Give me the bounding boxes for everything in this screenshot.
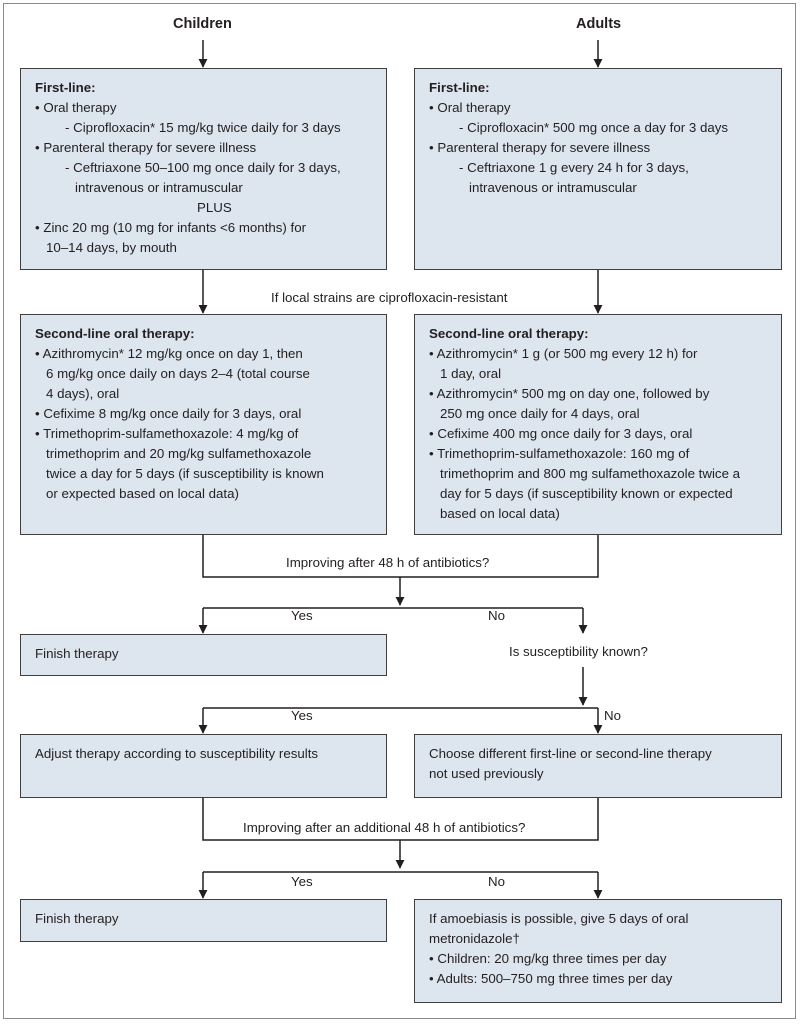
amoebiasis-text: metronidazole†: [429, 931, 520, 946]
amoebiasis-text: If amoebiasis is possible, give 5 days o…: [429, 911, 689, 926]
adults-second-line-text: 250 mg once daily for 4 days, oral: [440, 406, 640, 421]
adults-second-line-text: based on local data): [440, 506, 560, 521]
children-first-line-text: 10–14 days, by mouth: [46, 240, 177, 255]
yes-label-3: Yes: [291, 874, 313, 889]
no-label-1: No: [488, 608, 505, 623]
adults-first-line-text: intravenous or intramuscular: [469, 180, 637, 195]
adults-second-line-text: • Cefixime 400 mg once daily for 3 days,…: [429, 426, 693, 441]
children-second-line-box: Second-line oral therapy: • Azithromycin…: [20, 314, 387, 535]
adults-first-line-text: - Ciprofloxacin* 500 mg once a day for 3…: [459, 120, 729, 135]
adjust-therapy-text: Adjust therapy according to susceptibili…: [35, 746, 319, 761]
finish-therapy-text-2: Finish therapy: [35, 911, 119, 926]
header-children: Children: [173, 16, 232, 32]
children-second-line-text: • Cefixime 8 mg/kg once daily for 3 days…: [35, 406, 302, 421]
question-additional-label: Improving after an additional 48 h of an…: [243, 820, 526, 835]
children-first-line-text: intravenous or intramuscular: [75, 180, 243, 195]
choose-different-text: Choose different first-line or second-li…: [429, 746, 712, 761]
no-label-2: No: [604, 708, 621, 723]
header-adults: Adults: [576, 16, 622, 32]
children-second-line-text: • Trimethoprim-sulfamethoxazole: 4 mg/kg…: [35, 426, 299, 441]
yes-label-2: Yes: [291, 708, 313, 723]
adults-second-line-title: Second-line oral therapy:: [429, 326, 589, 341]
choose-different-therapy-box: Choose different first-line or second-li…: [414, 734, 782, 798]
choose-different-text: not used previously: [429, 766, 544, 781]
yes-label-1: Yes: [291, 608, 313, 623]
children-second-line-text: 6 mg/kg once daily on days 2–4 (total co…: [46, 366, 310, 381]
children-first-line-text: PLUS: [197, 200, 232, 215]
finish-therapy-box-2: Finish therapy: [20, 899, 387, 942]
children-second-line-text: or expected based on local data): [46, 486, 239, 501]
children-second-line-text: 4 days), oral: [46, 386, 120, 401]
amoebiasis-text: • Children: 20 mg/kg three times per day: [429, 951, 667, 966]
no-label-3: No: [488, 874, 505, 889]
adults-first-line-title: First-line:: [429, 80, 490, 95]
adults-first-line-text: - Ceftriaxone 1 g every 24 h for 3 days,: [459, 160, 689, 175]
children-second-line-text: twice a day for 5 days (if susceptibilit…: [46, 466, 324, 481]
resistance-condition-label: If local strains are ciprofloxacin-resis…: [271, 290, 508, 305]
adults-first-line-text: • Parenteral therapy for severe illness: [429, 140, 651, 155]
adults-second-line-text: trimethoprim and 800 mg sulfamethoxazole…: [440, 466, 741, 481]
children-first-line-text: • Zinc 20 mg (10 mg for infants <6 month…: [35, 220, 307, 235]
adults-second-line-text: • Azithromycin* 1 g (or 500 mg every 12 …: [429, 346, 698, 361]
adults-first-line-box: First-line: • Oral therapy - Ciprofloxac…: [414, 68, 782, 270]
children-first-line-text: - Ciprofloxacin* 15 mg/kg twice daily fo…: [65, 120, 341, 135]
adults-second-line-text: day for 5 days (if susceptibility known …: [440, 486, 733, 501]
children-first-line-text: - Ceftriaxone 50–100 mg once daily for 3…: [65, 160, 341, 175]
children-second-line-title: Second-line oral therapy:: [35, 326, 195, 341]
children-first-line-box: First-line: • Oral therapy - Ciprofloxac…: [20, 68, 387, 270]
figure-frame: [3, 3, 796, 1019]
adults-second-line-text: 1 day, oral: [440, 366, 502, 381]
finish-therapy-box-1: Finish therapy: [20, 634, 387, 676]
question-48h-label: Improving after 48 h of antibiotics?: [286, 555, 490, 570]
adults-second-line-text: • Trimethoprim-sulfamethoxazole: 160 mg …: [429, 446, 690, 461]
adults-second-line-box: Second-line oral therapy: • Azithromycin…: [414, 314, 782, 535]
susceptibility-question-label: Is susceptibility known?: [509, 644, 648, 659]
amoebiasis-text: • Adults: 500–750 mg three times per day: [429, 971, 673, 986]
children-second-line-text: • Azithromycin* 12 mg/kg once on day 1, …: [35, 346, 303, 361]
children-first-line-text: • Parenteral therapy for severe illness: [35, 140, 257, 155]
finish-therapy-text-1: Finish therapy: [35, 646, 119, 661]
children-first-line-text: • Oral therapy: [35, 100, 117, 115]
children-second-line-text: trimethoprim and 20 mg/kg sulfamethoxazo…: [46, 446, 312, 461]
children-first-line-title: First-line:: [35, 80, 96, 95]
amoebiasis-box: If amoebiasis is possible, give 5 days o…: [414, 899, 782, 1003]
adjust-therapy-box: Adjust therapy according to susceptibili…: [20, 734, 387, 798]
adults-second-line-text: • Azithromycin* 500 mg on day one, follo…: [429, 386, 710, 401]
adults-first-line-text: • Oral therapy: [429, 100, 511, 115]
